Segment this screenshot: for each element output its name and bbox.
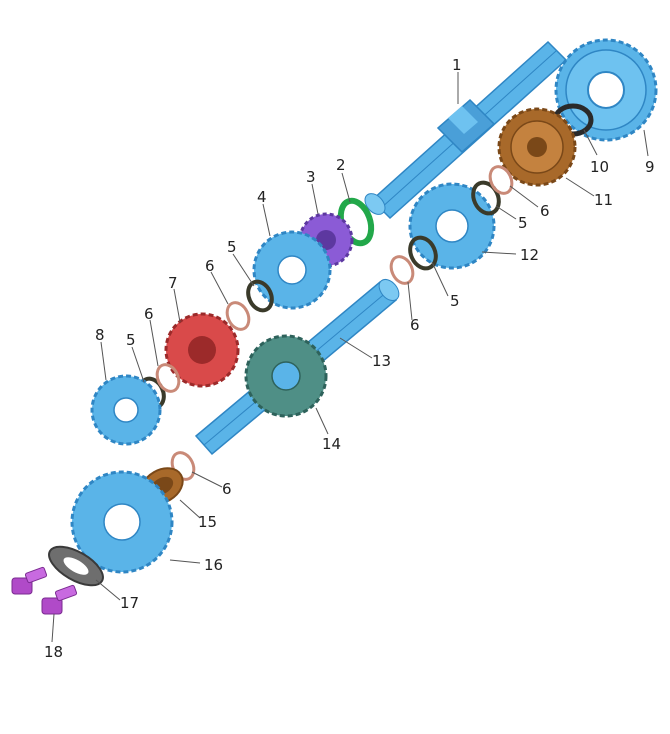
callout-9: 9: [645, 158, 655, 176]
callout-16: 16: [204, 556, 223, 574]
callout-8: 8: [95, 326, 105, 344]
part-5-washer-c: [246, 279, 274, 313]
callout-13: 13: [372, 352, 391, 370]
callout-6-b: 6: [144, 305, 154, 323]
callout-1: 1: [452, 56, 462, 74]
callout-5-c: 5: [518, 214, 528, 232]
callout-18: 18: [44, 643, 63, 661]
part-18-bolt-a: [11, 566, 48, 595]
callout-4: 4: [257, 188, 267, 206]
part-6-circlip-d: [155, 363, 181, 393]
part-6-circlip-a: [488, 165, 514, 195]
part-5-washer-b: [408, 235, 438, 271]
part-16-large-gear: [70, 470, 174, 574]
part-7-dog-gear: [164, 312, 240, 388]
callout-2: 2: [336, 156, 346, 174]
callout-6-d: 6: [410, 316, 420, 334]
callout-3: 3: [306, 168, 316, 186]
leader-lines: [51, 72, 649, 643]
callout-6-c: 6: [540, 202, 550, 220]
callout-6-a: 6: [205, 257, 215, 275]
part-6-circlip-c: [225, 301, 251, 331]
part-4-gear: [252, 230, 332, 310]
part-5-washer-a: [471, 180, 501, 216]
part-18-bolt-b: [41, 584, 78, 615]
callout-11: 11: [594, 191, 613, 209]
callout-14: 14: [322, 435, 341, 453]
callout-labels: 1 2 3 4 5 6 7 6 8 5 9 10 11 6 5 12 5 6 1…: [44, 56, 655, 661]
part-1-main-shaft: [364, 40, 568, 220]
callout-5-b: 5: [126, 331, 136, 349]
callout-15: 15: [198, 513, 217, 531]
callout-5-d: 5: [450, 292, 460, 310]
part-17-plate: [48, 545, 104, 587]
callout-10: 10: [590, 158, 609, 176]
callout-6-e: 6: [222, 480, 232, 498]
callout-12: 12: [520, 246, 539, 264]
callout-17: 17: [120, 594, 139, 612]
part-9-large-gear: [554, 38, 658, 142]
part-12-gear: [408, 182, 496, 270]
callout-5-a: 5: [227, 238, 237, 256]
part-8-gear: [90, 374, 162, 446]
part-11-dog-gear: [497, 107, 577, 187]
callout-7: 7: [168, 274, 178, 292]
part-14-gear: [244, 334, 328, 418]
